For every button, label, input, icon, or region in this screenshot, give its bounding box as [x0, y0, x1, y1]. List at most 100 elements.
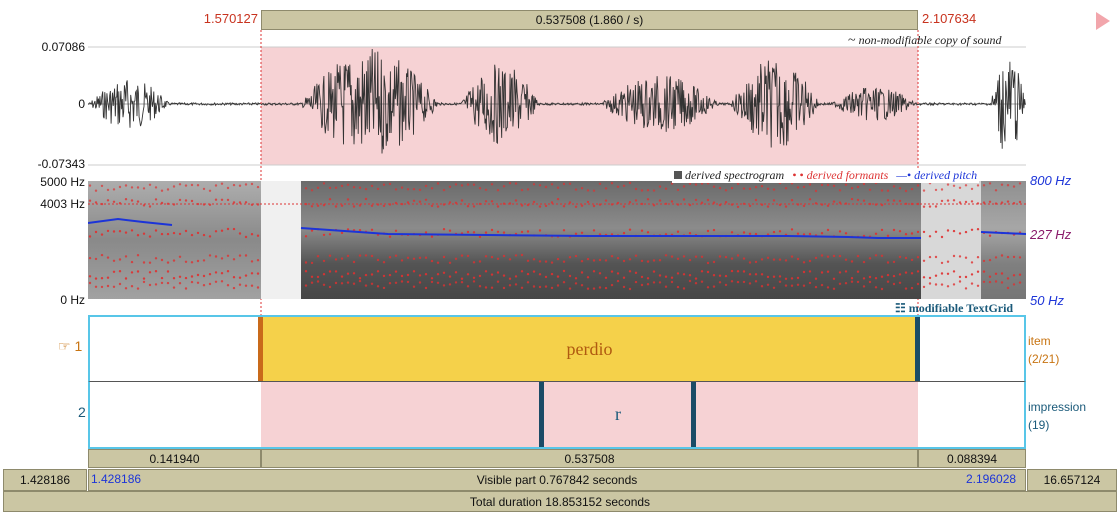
formant-dot [964, 256, 968, 259]
window-start-time[interactable]: 1.428186 [3, 469, 87, 491]
tier2-boundary-2[interactable] [691, 382, 696, 447]
formant-dot [628, 270, 632, 273]
formant-dot [316, 275, 320, 279]
formant-dot [778, 275, 782, 278]
formant-dot [256, 272, 260, 275]
formant-dot [724, 255, 728, 259]
formant-dot [316, 255, 320, 258]
formant-dot [988, 280, 992, 284]
formant-dot [190, 183, 194, 187]
formant-dot [88, 256, 92, 260]
formant-dot [616, 257, 620, 260]
formant-dot [568, 287, 572, 290]
formant-dot [340, 257, 344, 260]
formant-dot [802, 270, 806, 274]
segment-mid-duration[interactable]: 0.537508 [261, 449, 918, 468]
formant-dot [958, 232, 962, 235]
formant-dot [460, 254, 464, 257]
formant-dot [898, 230, 902, 233]
formant-dot [418, 200, 422, 203]
formant-dot [910, 258, 914, 262]
formant-dot [172, 185, 176, 188]
formant-dot [466, 273, 470, 276]
formant-dot [418, 188, 422, 192]
formant-dot [520, 270, 524, 273]
interval-r[interactable]: r [615, 404, 621, 424]
formant-dot [496, 189, 500, 192]
formant-dot [184, 184, 188, 187]
formant-dot [898, 273, 902, 276]
formant-dot [232, 201, 236, 204]
formant-dot [772, 286, 776, 289]
formant-dot [622, 184, 626, 187]
formant-dot [490, 183, 494, 186]
formant-dot [640, 275, 644, 279]
formant-dot [154, 186, 158, 189]
formant-dot [688, 279, 692, 283]
spectrogram-svg[interactable] [88, 181, 1026, 299]
formant-dot [1000, 183, 1004, 186]
formant-dot [688, 274, 692, 277]
formant-dot [124, 287, 128, 290]
formant-dot [256, 185, 260, 189]
formant-dot [256, 286, 260, 289]
formant-dot [892, 185, 896, 188]
formant-dot [748, 261, 752, 264]
formant-dot [514, 254, 518, 257]
formant-dot [328, 198, 332, 201]
formant-dot [370, 204, 374, 207]
pitch-track-left [88, 217, 173, 226]
formant-dot [454, 271, 458, 274]
formant-dot [706, 229, 710, 233]
formant-dot [856, 270, 860, 273]
formant-dot [868, 188, 872, 191]
formant-dot [622, 276, 626, 279]
formant-dot [838, 230, 842, 233]
formant-dot [226, 284, 230, 287]
formant-dot [916, 270, 920, 273]
total-duration-bar[interactable]: Total duration 18.853152 seconds [3, 491, 1117, 512]
segment-right-duration[interactable]: 0.088394 [918, 449, 1026, 468]
formant-dot [646, 198, 650, 201]
formant-dot [670, 182, 674, 185]
tier1-right-boundary[interactable] [915, 317, 920, 381]
formant-dot [904, 271, 908, 274]
formant-dot [352, 186, 356, 189]
formant-dot [676, 257, 680, 260]
formant-dot [826, 228, 830, 232]
formant-dot [748, 282, 752, 285]
formant-dot [166, 188, 170, 191]
visible-part-bar[interactable]: Visible part 0.767842 seconds [88, 469, 1026, 491]
formant-dot [184, 287, 188, 290]
formant-dot [1000, 272, 1004, 275]
formant-dot [124, 255, 128, 258]
formant-dot [382, 261, 386, 264]
formant-dot [538, 205, 542, 208]
formant-dot [940, 272, 944, 275]
formant-dot [808, 183, 812, 186]
tier2-number: 2 [78, 404, 86, 420]
formant-dot [412, 199, 416, 202]
formant-dot [808, 281, 812, 285]
formant-dot [994, 189, 998, 192]
formant-dot [808, 232, 812, 236]
formant-dot [976, 270, 980, 273]
selection-duration-bar[interactable]: 0.537508 (1.860 / s) [261, 10, 918, 30]
play-triangle-icon[interactable] [1096, 12, 1110, 30]
window-end-time[interactable]: 16.657124 [1027, 469, 1117, 491]
formant-dot [910, 187, 914, 191]
tier1-left-boundary[interactable] [258, 317, 263, 381]
formant-dot [154, 257, 158, 260]
formant-dot [880, 189, 884, 192]
interval-perdio[interactable]: perdio [261, 317, 918, 381]
formant-dot [406, 188, 410, 191]
formant-dot [148, 261, 152, 264]
tier2-boundary-1[interactable] [539, 382, 544, 447]
formant-dot [106, 188, 110, 192]
formant-dot [412, 188, 416, 191]
formant-dot [928, 282, 932, 285]
formant-dot [580, 271, 584, 274]
segment-left-duration[interactable]: 0.141940 [88, 449, 261, 468]
formant-dot [604, 199, 608, 202]
formant-dot [442, 255, 446, 259]
